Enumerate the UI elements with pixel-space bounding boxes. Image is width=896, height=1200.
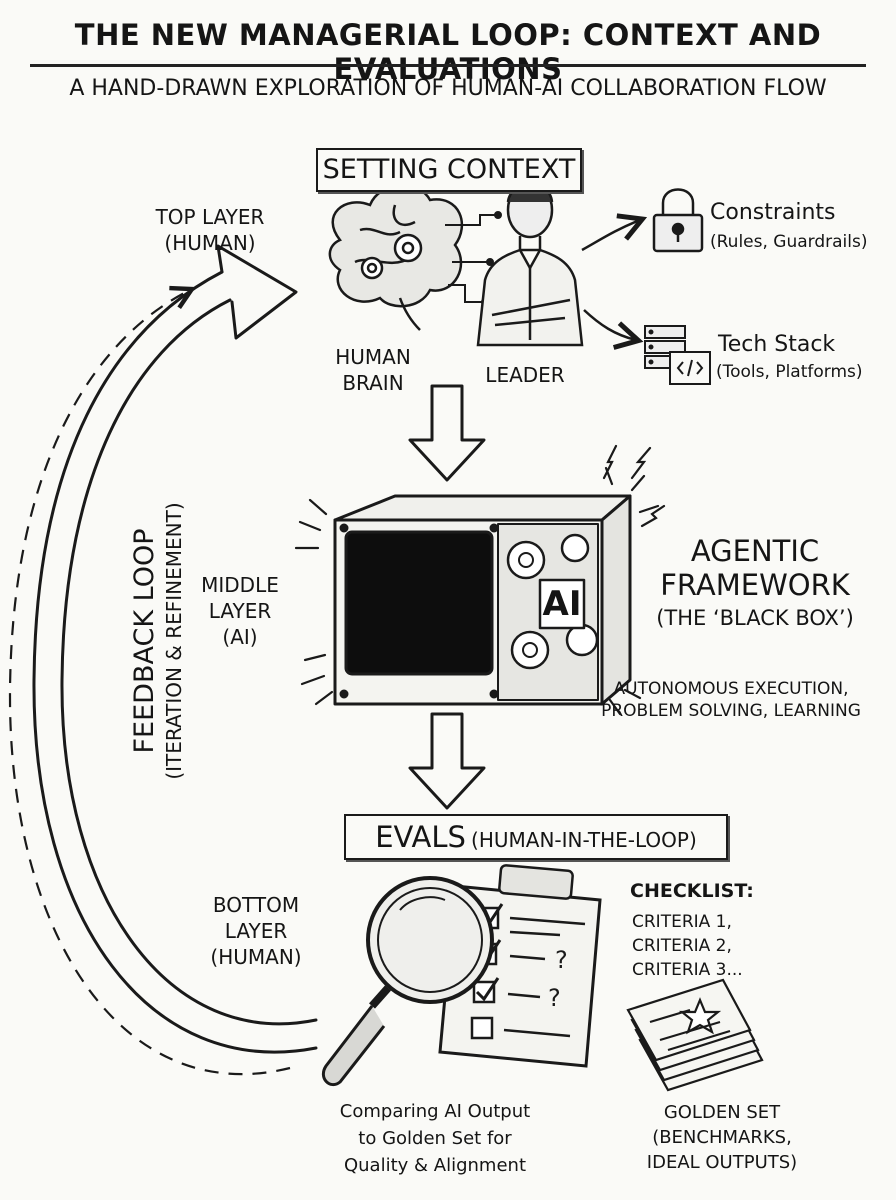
constraints-subtitle: (Rules, Guardrails) xyxy=(710,232,868,252)
down-arrow-middle xyxy=(408,712,486,810)
page-title: THE NEW MANAGERIAL LOOP: CONTEXT AND EVA… xyxy=(74,18,822,86)
human-brain-line2: BRAIN xyxy=(342,371,404,395)
golden-line2: (BENCHMARKS, xyxy=(652,1127,792,1148)
techstack-title: Tech Stack xyxy=(718,332,836,357)
brain-icon xyxy=(328,184,464,331)
techstack-subtitle: (Tools, Platforms) xyxy=(716,362,863,382)
middle-layer-line1: MIDDLE xyxy=(201,573,279,597)
server-icon xyxy=(644,325,711,385)
ai-cube xyxy=(333,494,632,706)
leader-icon xyxy=(476,181,584,347)
criteria-item: CRITERIA 3... xyxy=(632,960,743,980)
golden-set-caption: GOLDEN SET (BENCHMARKS, IDEAL OUTPUTS) xyxy=(632,1100,812,1175)
compare-line3: Quality & Alignment xyxy=(343,1155,527,1176)
feedback-dashed-arrow xyxy=(8,290,291,1076)
feedback-line1: FEEDBACK LOOP xyxy=(129,528,160,754)
lock-icon xyxy=(652,188,704,253)
feedback-loop-arrow xyxy=(32,244,318,1054)
question-mark-2: ? xyxy=(548,984,561,1012)
bottom-layer-line2: LAYER xyxy=(224,919,288,943)
checklist-title: CHECKLIST: xyxy=(630,880,754,902)
bottom-layer-label: BOTTOM LAYER (HUMAN) xyxy=(196,892,316,970)
bottom-layer-line3: (HUMAN) xyxy=(210,945,302,969)
golden-line1: GOLDEN SET xyxy=(663,1102,781,1123)
criteria-item: CRITERIA 1, xyxy=(632,912,732,932)
top-layer-line2: (HUMAN) xyxy=(164,231,256,255)
constraints-title: Constraints xyxy=(710,200,836,225)
page-subtitle: A HAND-DRAWN EXPLORATION OF HUMAN-AI COL… xyxy=(69,76,827,101)
setting-context-label: SETTING CONTEXT xyxy=(322,154,576,185)
setting-context-box: SETTING CONTEXT xyxy=(316,148,582,192)
title-divider xyxy=(30,64,866,67)
top-layer-label: TOP LAYER (HUMAN) xyxy=(130,204,290,256)
human-brain-label: HUMAN BRAIN xyxy=(318,344,428,396)
cube-ai-text: AI xyxy=(542,584,582,624)
agentic-framework-label: AGENTIC FRAMEWORK (THE ‘BLACK BOX’) xyxy=(640,534,870,634)
leader-label: LEADER xyxy=(485,363,565,387)
framework-desc-line1: AUTONOMOUS EXECUTION, xyxy=(613,679,849,699)
golden-line3: IDEAL OUTPUTS) xyxy=(646,1152,798,1173)
down-arrow-top xyxy=(408,384,486,482)
human-brain-line1: HUMAN xyxy=(335,345,411,369)
compare-line1: Comparing AI Output xyxy=(339,1101,531,1122)
bottom-layer-line1: BOTTOM xyxy=(212,893,300,917)
framework-description: AUTONOMOUS EXECUTION, PROBLEM SOLVING, L… xyxy=(586,678,876,722)
arrow-to-techstack xyxy=(583,309,636,340)
golden-set-icon xyxy=(626,978,764,1092)
middle-layer-line2: LAYER xyxy=(208,599,272,623)
feedback-loop-label: FEEDBACK LOOP (ITERATION & REFINEMENT) xyxy=(129,461,187,821)
evals-heading: EVALS xyxy=(375,820,466,854)
middle-layer-label: MIDDLE LAYER (AI) xyxy=(180,572,300,650)
framework-line1: AGENTIC xyxy=(690,534,820,568)
evals-box: EVALS (HUMAN-IN-THE-LOOP) xyxy=(344,814,728,860)
criteria-item: CRITERIA 2, xyxy=(632,936,732,956)
compare-caption: Comparing AI Output to Golden Set for Qu… xyxy=(310,1098,560,1179)
evals-subheading: (HUMAN-IN-THE-LOOP) xyxy=(471,828,697,852)
top-layer-line1: TOP LAYER xyxy=(155,205,265,229)
middle-layer-line3: (AI) xyxy=(222,625,258,649)
magnifying-glass-icon xyxy=(321,876,494,1087)
framework-line2: FRAMEWORK xyxy=(660,568,850,602)
compare-line2: to Golden Set for xyxy=(358,1128,512,1149)
framework-line3: (THE ‘BLACK BOX’) xyxy=(656,606,854,630)
question-mark-1: ? xyxy=(555,946,568,974)
checklist-criteria: CRITERIA 1, CRITERIA 2, CRITERIA 3... xyxy=(632,910,743,982)
arrow-to-constraints xyxy=(581,220,640,252)
feedback-line2: (ITERATION & REFINEMENT) xyxy=(162,502,186,780)
energy-lines xyxy=(294,444,666,716)
framework-desc-line2: PROBLEM SOLVING, LEARNING xyxy=(601,701,861,721)
